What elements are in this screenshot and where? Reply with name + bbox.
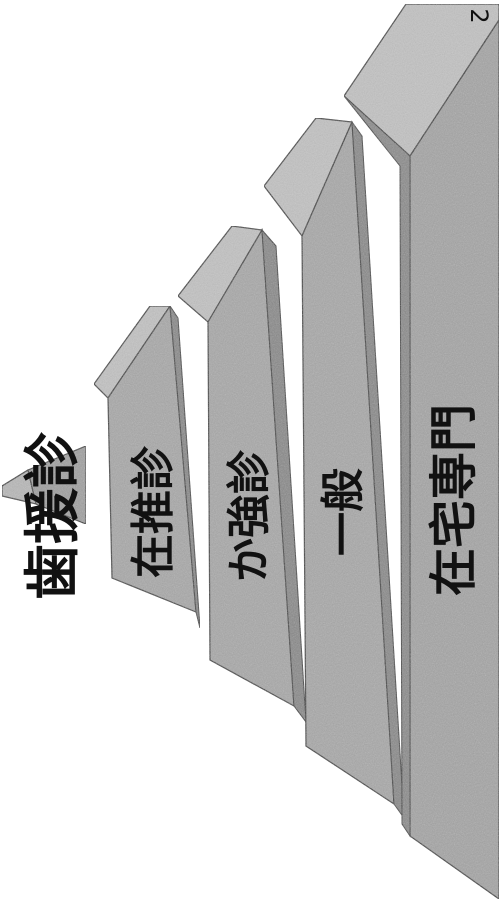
tier-2-label: か強診 (224, 449, 275, 582)
diagram-title: 歯援診 (21, 431, 86, 600)
pyramid-tip (1, 445, 87, 525)
page-number: 2 (465, 8, 493, 24)
tier-1-label: 在推診 (128, 445, 179, 578)
tier-1 (93, 304, 201, 629)
tier-3-label: 一般 (318, 468, 369, 556)
tier-3 (263, 117, 405, 820)
tier-4-label: 在宅専門 (426, 404, 482, 596)
tier-4 (343, 3, 499, 899)
